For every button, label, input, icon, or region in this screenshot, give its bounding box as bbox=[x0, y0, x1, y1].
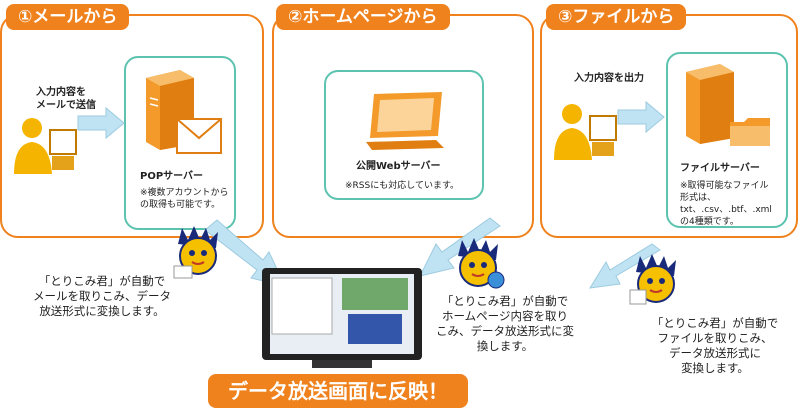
pop-server-note-1: ※複数アカウントから bbox=[140, 188, 229, 198]
person-at-computer-icon bbox=[14, 118, 77, 174]
mascot-icon bbox=[629, 254, 676, 305]
caption-homepage-1: 「とりこみ君」が自動で bbox=[441, 294, 569, 308]
panel-email-tab: ①メールから bbox=[6, 4, 130, 30]
mascot-icon bbox=[173, 226, 218, 279]
caption-email-2: メールを取りこみ、データ bbox=[33, 289, 171, 303]
email-user-label-1: 入力内容を bbox=[36, 87, 86, 98]
person-at-computer-icon bbox=[554, 104, 617, 160]
mascot-icon bbox=[458, 238, 505, 289]
output-arrow bbox=[617, 100, 665, 134]
file-server-name: ファイルサーバー bbox=[680, 163, 760, 174]
caption-file-3: データ放送形式に bbox=[669, 346, 761, 360]
caption-file-1: 「とりこみ君」が自動で bbox=[651, 316, 779, 330]
panel-homepage-tab: ②ホームページから bbox=[276, 4, 450, 30]
file-user-label: 入力内容を出力 bbox=[574, 73, 644, 84]
envelope-icon bbox=[176, 118, 222, 154]
caption-file-4: 変換します。 bbox=[681, 361, 749, 375]
caption-email-1: 「とりこみ君」が自動で bbox=[38, 274, 166, 288]
result-banner: データ放送画面に反映！ bbox=[208, 374, 468, 408]
pop-server-note-2: の取得も可能です。 bbox=[140, 200, 221, 210]
monitor-icon bbox=[366, 92, 444, 150]
email-user-label-2: メールで送信 bbox=[36, 100, 96, 111]
web-server-name: 公開Webサーバー bbox=[356, 161, 441, 172]
file-server-note-3: txt、.csv、.btf、.xml bbox=[680, 205, 772, 215]
file-server-note-4: の4種類です。 bbox=[680, 217, 739, 227]
caption-homepage-2: ホームページ内容を取り bbox=[442, 309, 568, 323]
file-server-note-2: 形式は、 bbox=[680, 193, 717, 203]
web-server-note: ※RSSにも対応しています。 bbox=[345, 181, 460, 191]
tv-icon bbox=[262, 268, 422, 368]
pop-server-name: POPサーバー bbox=[140, 171, 204, 182]
server-icon bbox=[686, 64, 734, 144]
caption-file-2: ファイルを取りこみ、 bbox=[657, 331, 773, 345]
flow-arrow-homepage bbox=[419, 217, 501, 277]
panel-file-tab: ③ファイルから bbox=[546, 4, 687, 30]
file-server-note-1: ※取得可能なファイル bbox=[680, 181, 769, 191]
flow-arrow-file bbox=[589, 243, 661, 289]
caption-homepage-4: 換します。 bbox=[476, 339, 534, 353]
folder-icon bbox=[730, 118, 770, 146]
send-arrow bbox=[77, 106, 125, 140]
caption-email-3: 放送形式に変換します。 bbox=[39, 304, 165, 318]
caption-homepage-3: こみ、データ放送形式に変 bbox=[436, 324, 574, 338]
